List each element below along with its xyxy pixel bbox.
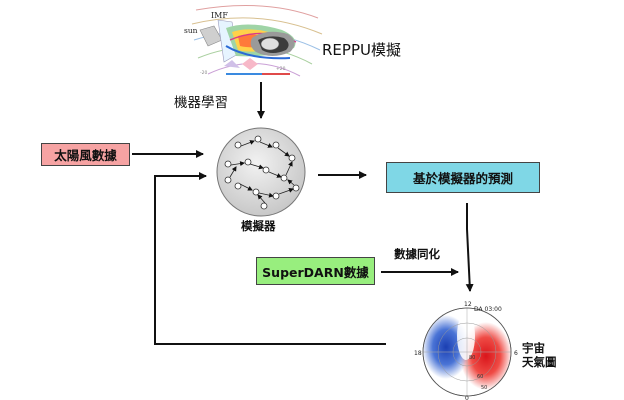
polar-map-mlt-0: 0 [465, 395, 469, 400]
arrow-prediction-to-map [465, 203, 474, 292]
space-weather-map-label: 宇宙 天氣圖 [522, 341, 557, 370]
machine-learning-label: 機器學習 [174, 95, 228, 111]
reppu-simulation-label: REPPU模擬 [322, 41, 401, 59]
simulator-label: 模擬器 [241, 219, 276, 233]
polar-map-lat-60: 60 [477, 374, 483, 380]
svg-text:+20: +20 [276, 66, 286, 72]
prediction-box: 基於模擬器的預測 [386, 162, 540, 193]
simulator-node [216, 127, 306, 217]
polar-map-mlt-12: 12 [464, 301, 472, 308]
arrow-feedback-loop [154, 172, 386, 345]
imf-label: IMF [211, 11, 228, 20]
svg-text:-20: -20 [200, 70, 207, 76]
superdarn-data-box: SuperDARN數據 [256, 257, 375, 285]
polar-map-lat-80: 80 [469, 355, 475, 361]
data-assimilation-label: 數據同化 [394, 247, 440, 261]
polar-map-time: DA 03:00 [474, 306, 502, 313]
space-weather-polar-map [422, 307, 512, 397]
polar-map-mlt-18: 18 [414, 350, 422, 357]
polar-map-mlt-6: 6 [514, 350, 518, 357]
polar-map-lat-50: 50 [481, 385, 487, 391]
reppu-simulation-image: -20 +20 [191, 5, 323, 77]
sun-label: sun [184, 26, 198, 35]
solar-wind-data-box: 太陽風數據 [41, 143, 130, 166]
